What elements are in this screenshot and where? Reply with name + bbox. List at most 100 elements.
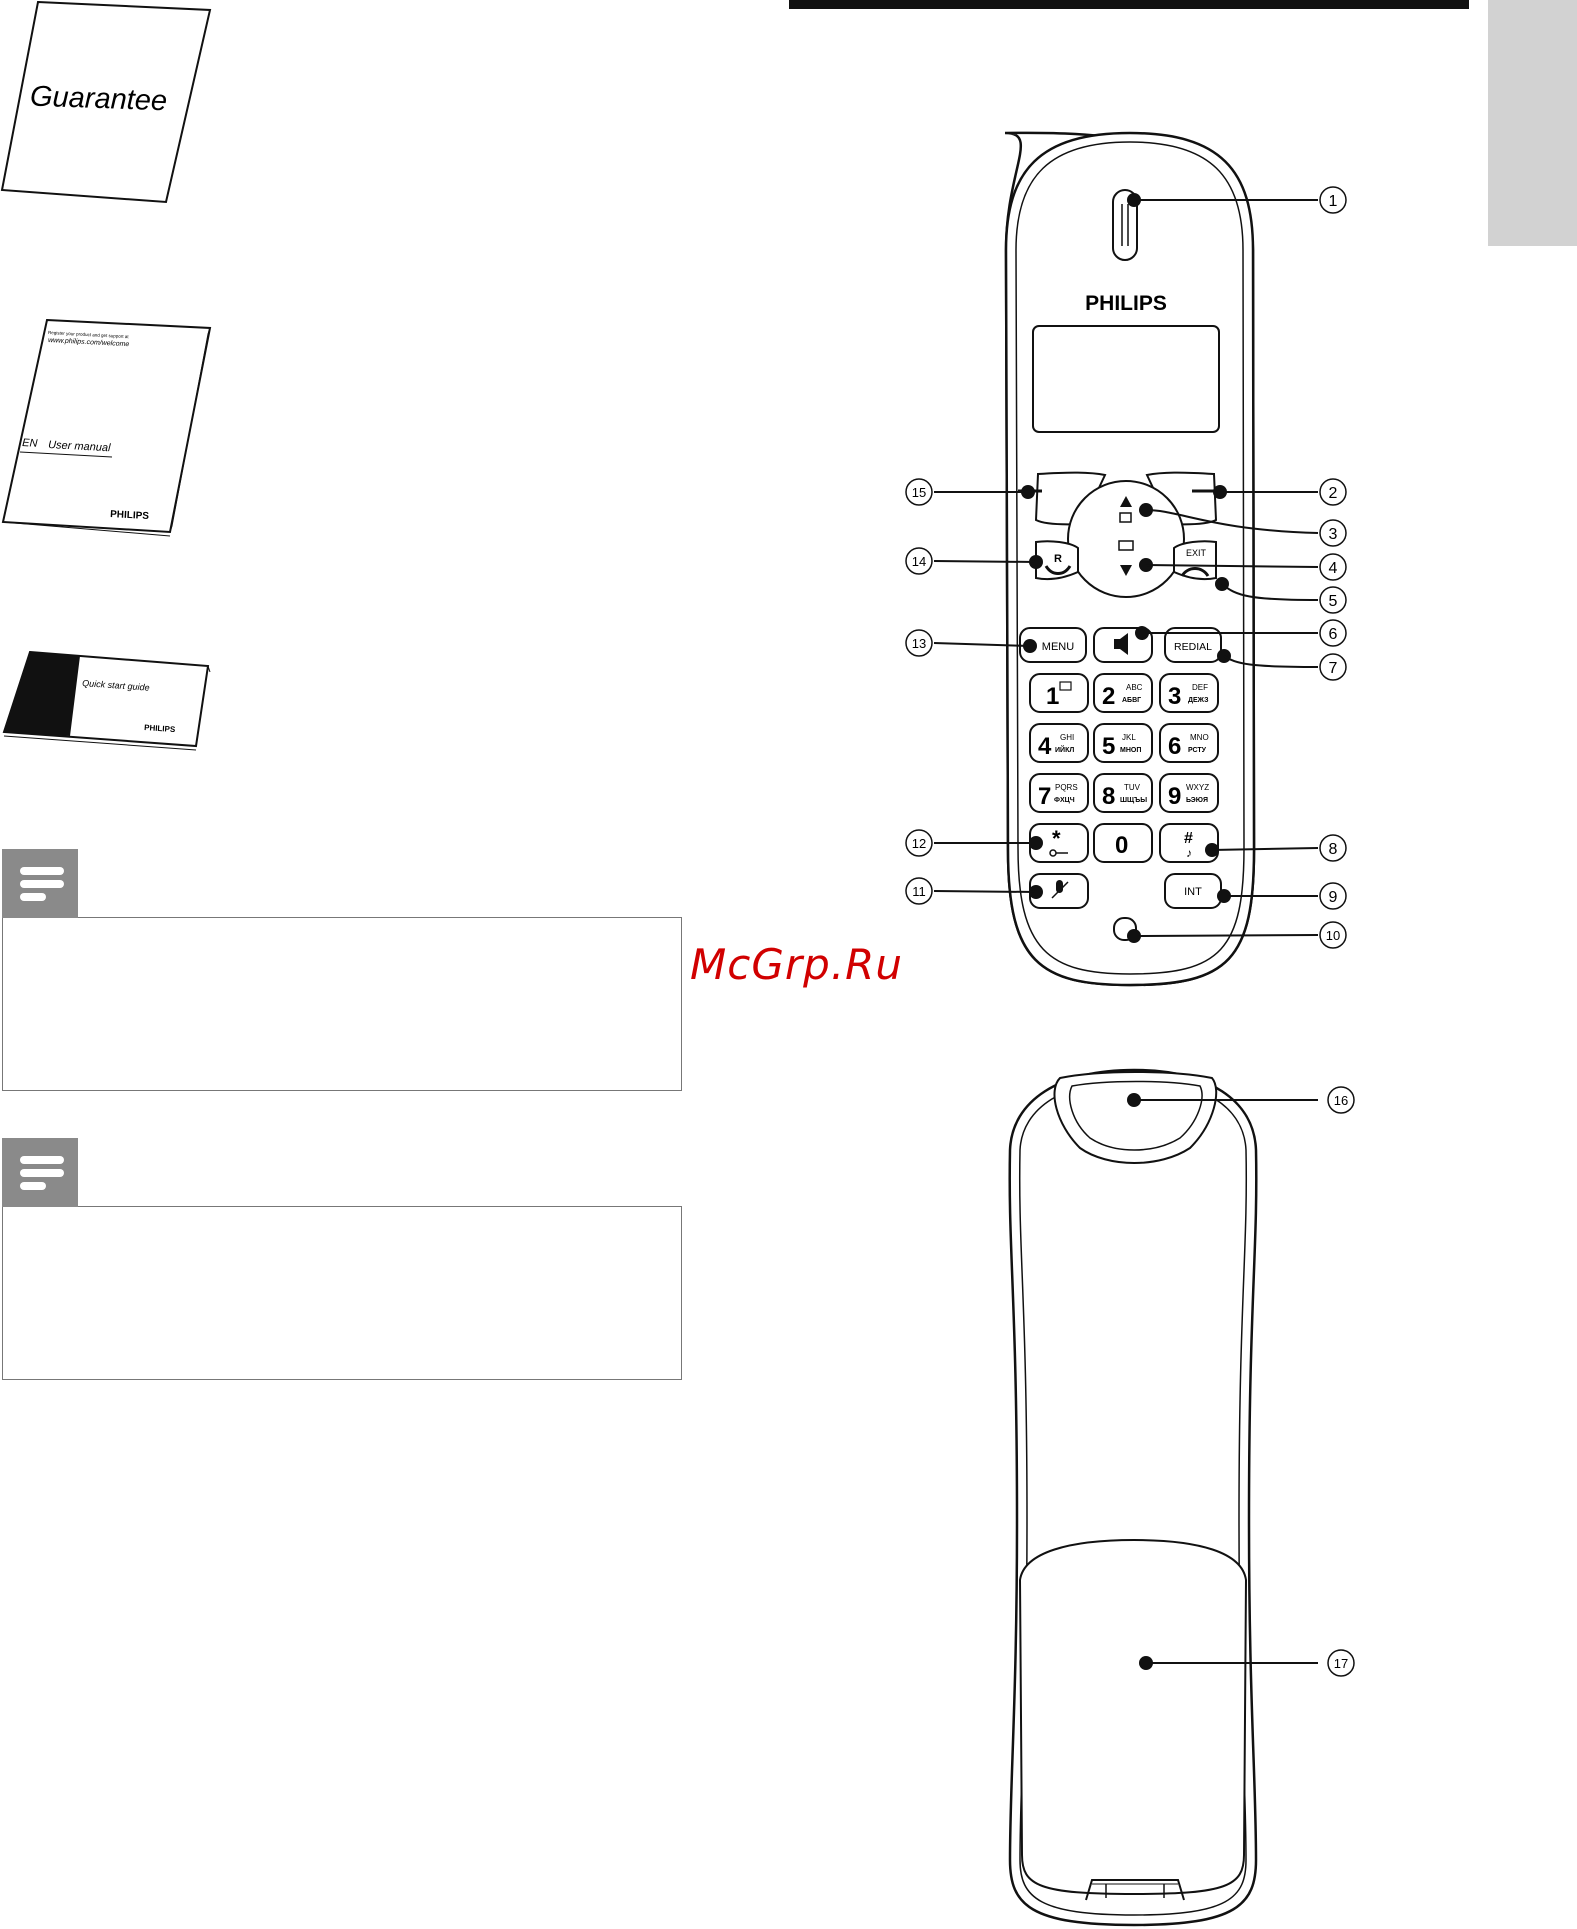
key-9[interactable] xyxy=(1159,773,1219,813)
handset-display xyxy=(1032,325,1220,433)
key-1[interactable] xyxy=(1029,673,1089,713)
svg-text:1: 1 xyxy=(1329,193,1338,210)
note-box-1 xyxy=(2,917,682,1091)
svg-text:8: 8 xyxy=(1102,783,1115,810)
svg-text:МНОП: МНОП xyxy=(1120,747,1141,754)
callout-1: 1 xyxy=(1319,186,1347,214)
svg-text:5: 5 xyxy=(1329,593,1338,610)
svg-text:#: # xyxy=(1184,830,1193,847)
svg-text:DEF: DEF xyxy=(1192,683,1208,692)
callout-11: 11 xyxy=(905,877,933,905)
svg-text:ABC: ABC xyxy=(1126,683,1143,692)
note-icon xyxy=(2,849,78,918)
svg-text:10: 10 xyxy=(1326,928,1340,943)
handset-front: PHILIPS R EXIT MENU REDIAL 1 2 ABC АБВГ … xyxy=(1004,131,1256,987)
svg-text:9: 9 xyxy=(1168,783,1181,810)
svg-text:GHI: GHI xyxy=(1060,733,1074,742)
note-icon xyxy=(2,1138,78,1207)
svg-text:АБВГ: АБВГ xyxy=(1122,697,1141,704)
svg-text:6: 6 xyxy=(1329,626,1338,643)
svg-text:12: 12 xyxy=(912,836,926,851)
svg-text:16: 16 xyxy=(1334,1093,1348,1108)
guarantee-booklet: Guarantee xyxy=(0,0,212,204)
callout-4: 4 xyxy=(1319,553,1347,581)
svg-text:15: 15 xyxy=(912,485,926,500)
svg-text:2: 2 xyxy=(1329,485,1338,502)
key-5[interactable] xyxy=(1093,723,1153,763)
callout-2: 2 xyxy=(1319,478,1347,506)
key-2[interactable] xyxy=(1093,673,1153,713)
svg-text:MNO: MNO xyxy=(1190,733,1209,742)
svg-text:7: 7 xyxy=(1329,660,1338,677)
language-tab xyxy=(1488,0,1577,246)
quick-start-booklet: Quick start guide PHILIPS xyxy=(2,650,211,751)
svg-text:1: 1 xyxy=(1046,683,1059,710)
key-4[interactable] xyxy=(1029,723,1089,763)
svg-text:ШЩЪЫ: ШЩЪЫ xyxy=(1120,797,1147,804)
svg-text:2: 2 xyxy=(1102,683,1115,710)
svg-text:ДЕЖЗ: ДЕЖЗ xyxy=(1188,697,1209,704)
svg-text:JKL: JKL xyxy=(1122,733,1136,742)
key-8[interactable] xyxy=(1093,773,1153,813)
svg-text:R: R xyxy=(1054,553,1062,565)
keypad: 1 2 ABC АБВГ 3 DEF ДЕЖЗ 4 GHI ИЙКЛ 5 JKL… xyxy=(1029,673,1222,941)
key-0[interactable] xyxy=(1093,823,1153,863)
callout-17: 17 xyxy=(1327,1649,1355,1677)
callout-14: 14 xyxy=(905,547,933,575)
svg-text:14: 14 xyxy=(912,554,926,569)
callout-10: 10 xyxy=(1319,921,1347,949)
callout-6: 6 xyxy=(1319,619,1347,647)
header-rule xyxy=(789,0,1469,9)
quick-title: Quick start guide xyxy=(82,678,150,693)
svg-text:*: * xyxy=(1052,826,1061,851)
svg-text:РСТУ: РСТУ xyxy=(1188,747,1207,754)
callout-5: 5 xyxy=(1319,586,1347,614)
callout-13: 13 xyxy=(905,629,933,657)
note-box-2 xyxy=(2,1206,682,1380)
quick-brand: PHILIPS xyxy=(144,723,176,734)
callout-12: 12 xyxy=(905,829,933,857)
manual-register-line: Register your product and get support at xyxy=(48,330,129,339)
handset-brand: PHILIPS xyxy=(1085,292,1167,315)
handset-back xyxy=(1008,1068,1258,1927)
svg-text:TUV: TUV xyxy=(1124,783,1141,792)
battery-cover xyxy=(1018,1538,1248,1896)
callout-15: 15 xyxy=(905,478,933,506)
guarantee-title: Guarantee xyxy=(30,81,168,118)
callout-8: 8 xyxy=(1319,834,1347,862)
svg-text:8: 8 xyxy=(1329,841,1338,858)
svg-text:ФХЦЧ: ФХЦЧ xyxy=(1054,797,1075,804)
svg-text:4: 4 xyxy=(1038,733,1052,760)
key-6[interactable] xyxy=(1159,723,1219,763)
key-3[interactable] xyxy=(1159,673,1219,713)
svg-text:EXIT: EXIT xyxy=(1186,548,1207,558)
svg-text:17: 17 xyxy=(1334,1656,1348,1671)
manual-lang: EN xyxy=(22,437,38,450)
manual-title: User manual xyxy=(48,439,111,454)
key-hash[interactable] xyxy=(1159,823,1219,863)
svg-text:INT: INT xyxy=(1184,886,1202,898)
redial-key[interactable] xyxy=(1164,627,1222,663)
svg-text:3: 3 xyxy=(1329,526,1338,543)
callout-7: 7 xyxy=(1319,653,1347,681)
end-key[interactable] xyxy=(1173,540,1217,581)
watermark: McGrp.Ru xyxy=(690,940,903,989)
svg-text:MENU: MENU xyxy=(1042,641,1074,653)
svg-text:ИЙКЛ: ИЙКЛ xyxy=(1055,745,1074,754)
svg-text:6: 6 xyxy=(1168,733,1181,760)
callout-3: 3 xyxy=(1319,519,1347,547)
svg-text:5: 5 xyxy=(1102,733,1115,760)
music-note-icon: ♪ xyxy=(1186,846,1192,860)
booklets-illustration: Guarantee Register your product and get … xyxy=(0,0,212,751)
svg-text:PQRS: PQRS xyxy=(1055,783,1078,792)
svg-text:13: 13 xyxy=(912,636,926,651)
user-manual-booklet: Register your product and get support at… xyxy=(1,318,212,537)
manual-brand: PHILIPS xyxy=(110,509,150,522)
key-7[interactable] xyxy=(1029,773,1089,813)
svg-text:9: 9 xyxy=(1329,889,1338,906)
svg-text:11: 11 xyxy=(912,884,926,899)
svg-text:REDIAL: REDIAL xyxy=(1174,641,1212,653)
callout-16: 16 xyxy=(1327,1086,1355,1114)
svg-text:7: 7 xyxy=(1038,783,1051,810)
